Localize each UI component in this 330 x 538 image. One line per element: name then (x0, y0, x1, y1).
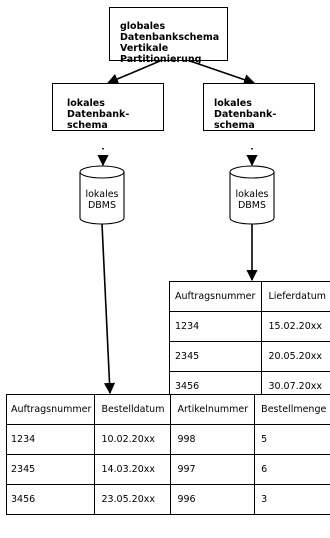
table-row: 3456 23.05.20xx 996 3 (5, 484, 330, 515)
left-local-schema-box: lokales Datenbank- schema (52, 83, 164, 131)
table-cell: 3 (254, 484, 330, 515)
global-schema-box: globales Datenbankschema Vertikale Parti… (109, 7, 228, 65)
header-auftragsnummer: Auftragsnummer (5, 394, 96, 425)
left-schema-line2: schema (67, 120, 108, 131)
table-cell: 3456 (5, 484, 96, 515)
right-schema-line1: lokales Datenbank- (214, 98, 277, 120)
header-bestellmenge: Bestellmenge (254, 394, 330, 425)
table-cell: 1234 (5, 424, 96, 455)
table-cell: 10.02.20xx (94, 424, 172, 455)
table-header-row: Auftragsnummer Bestelldatum Artikelnumme… (5, 394, 330, 425)
right-partition-table: Auftragsnummer Lieferdatum 1234 15.02.20… (168, 281, 330, 402)
table-cell: 2345 (168, 341, 263, 372)
header-auftragsnummer: Auftragsnummer (168, 281, 263, 312)
left-dbms-line1: lokales (85, 189, 119, 200)
global-schema-line2: Vertikale Partitionierung (120, 43, 202, 65)
left-dbms-line2: DBMS (87, 200, 117, 211)
left-partition-table: Auftragsnummer Bestelldatum Artikelnumme… (5, 394, 330, 515)
table-cell: 23.05.20xx (94, 484, 172, 515)
left-dbms-label: lokales DBMS (82, 189, 122, 211)
global-schema-line1: globales Datenbankschema (120, 21, 220, 43)
table-cell: 6 (254, 454, 330, 485)
database-icon-right (229, 165, 275, 225)
header-artikelnummer: Artikelnummer (170, 394, 256, 425)
table-cell: 5 (254, 424, 330, 455)
right-dbms-label: lokales DBMS (232, 189, 272, 211)
table-cell: 1234 (168, 311, 263, 342)
table-cell: 2345 (5, 454, 96, 485)
header-bestelldatum: Bestelldatum (94, 394, 172, 425)
header-lieferdatum: Lieferdatum (261, 281, 330, 312)
right-dbms-line1: lokales (235, 189, 269, 200)
table-cell: 15.02.20xx (261, 311, 330, 342)
table-row: 1234 15.02.20xx (168, 311, 330, 342)
database-icon-left (79, 165, 125, 225)
table-row: 2345 20.05.20xx (168, 341, 330, 372)
table-cell: 996 (170, 484, 256, 515)
arrow-root-to-right-schema (189, 60, 256, 86)
table-row: 2345 14.03.20xx 997 6 (5, 454, 330, 485)
table-cell: 998 (170, 424, 256, 455)
table-cell: 997 (170, 454, 256, 485)
table-row: 1234 10.02.20xx 998 5 (5, 424, 330, 455)
right-dbms-line2: DBMS (237, 200, 267, 211)
left-schema-line1: lokales Datenbank- (67, 98, 130, 120)
table-header-row: Auftragsnummer Lieferdatum (168, 281, 330, 312)
right-schema-line2: schema (214, 120, 255, 131)
arrow-left-db-to-table (101, 223, 116, 395)
table-cell: 20.05.20xx (261, 341, 330, 372)
arrow-root-to-left-schema (106, 60, 161, 85)
right-local-schema-box: lokales Datenbank- schema (203, 83, 315, 131)
table-cell: 14.03.20xx (94, 454, 172, 485)
